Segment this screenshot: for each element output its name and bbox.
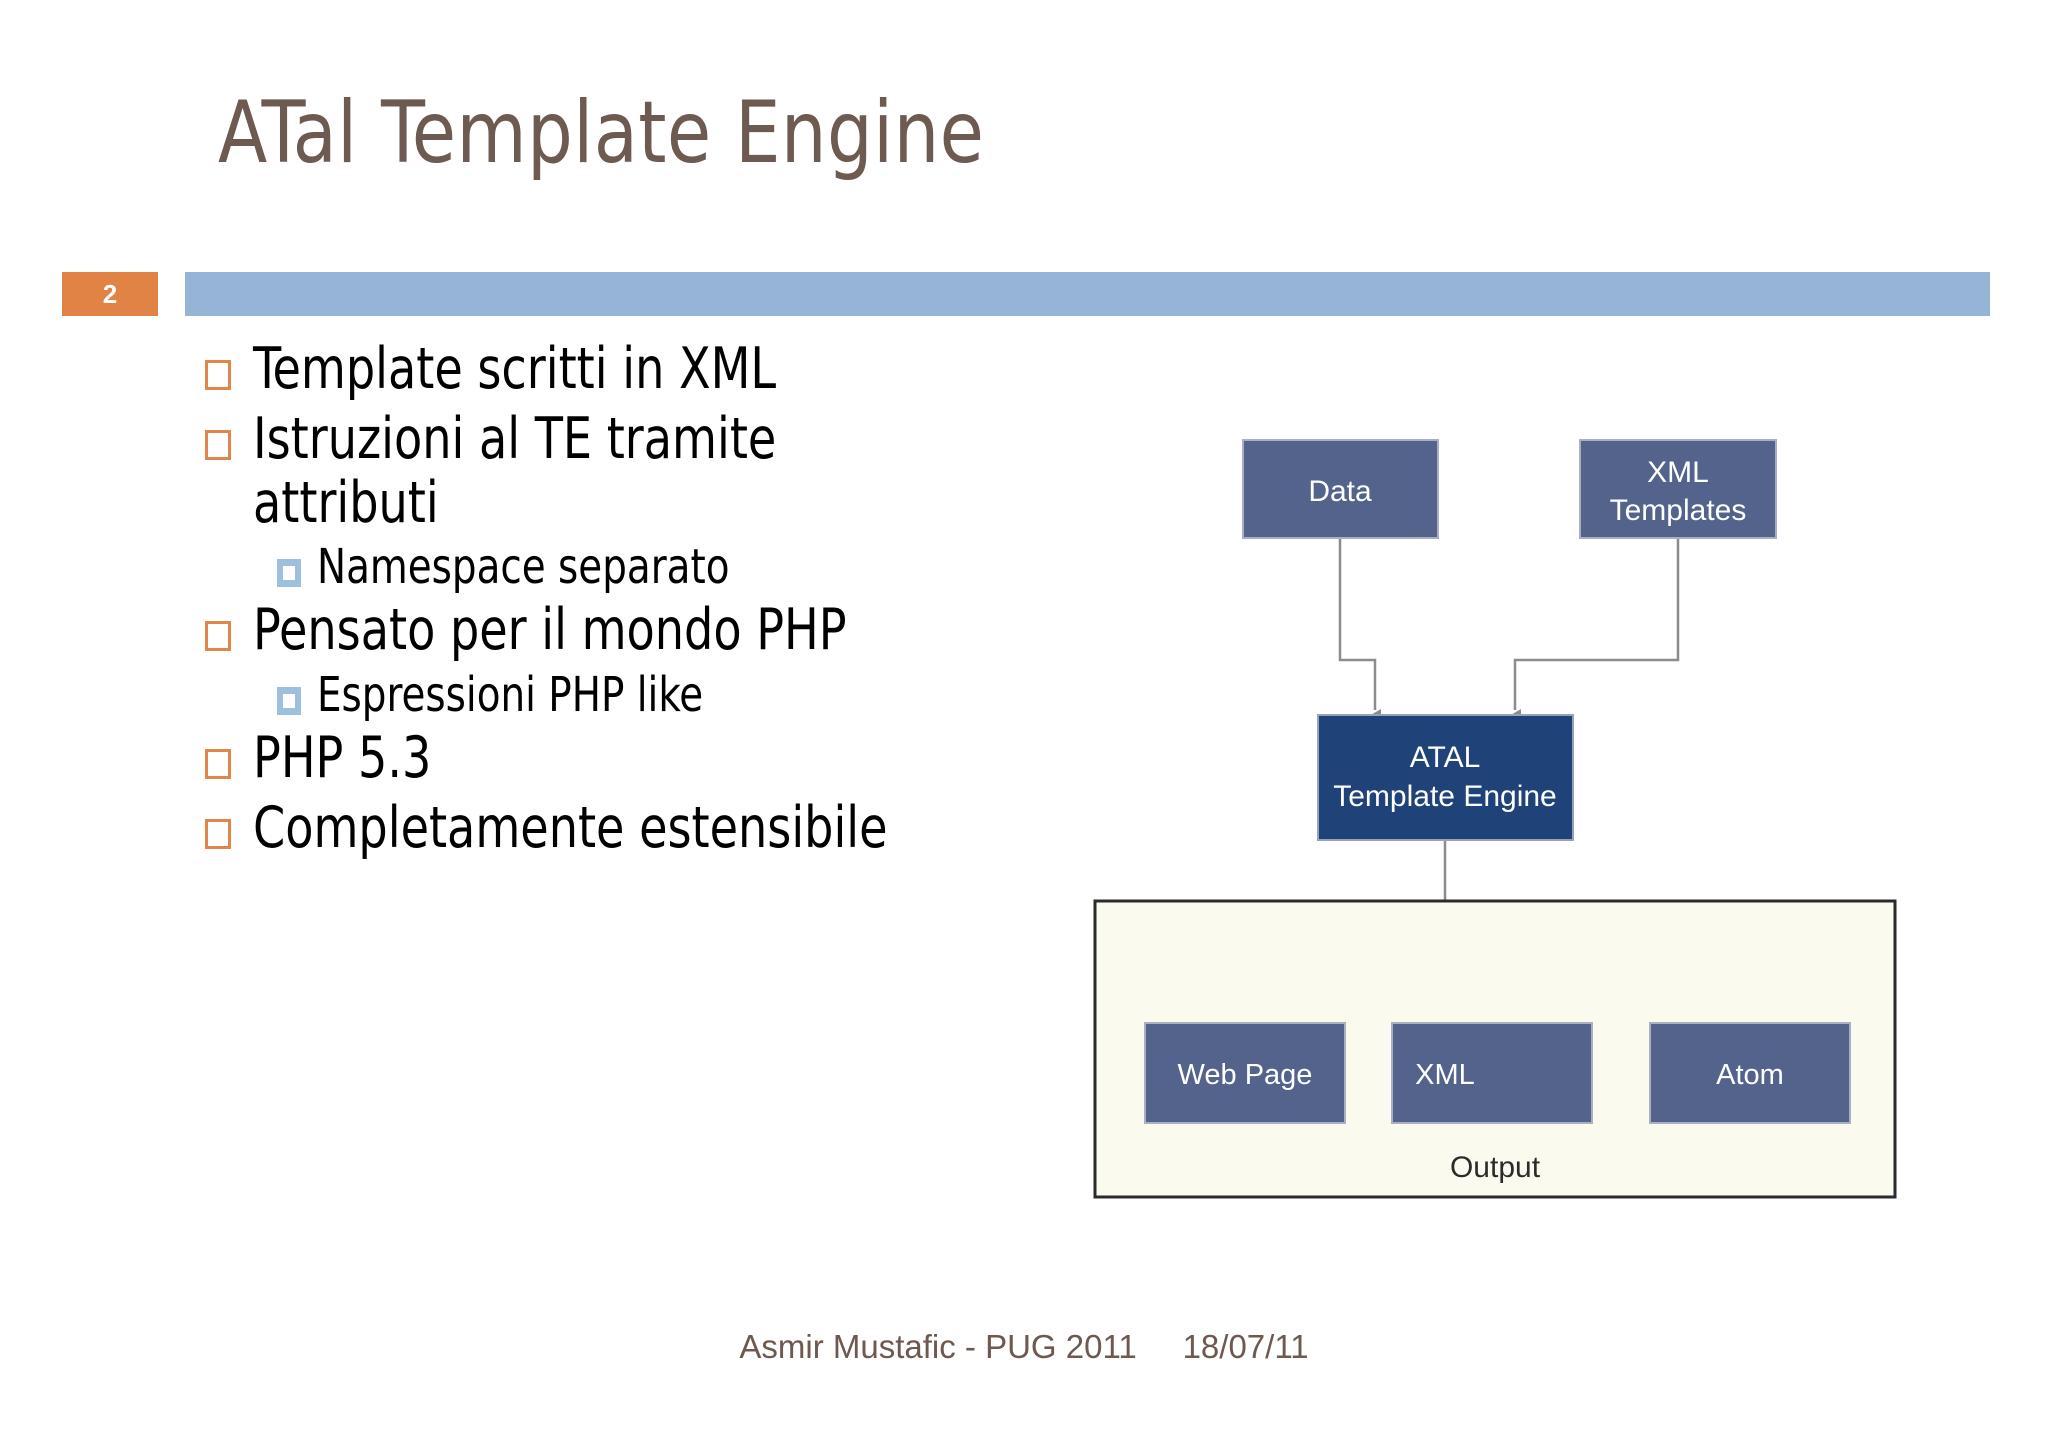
bullet-square-icon	[205, 748, 231, 779]
node-atom	[1649, 1022, 1851, 1124]
architecture-diagram: Output Data XML Templates ATAL Template …	[1090, 420, 1920, 1220]
slide-footer: Asmir Mustafic - PUG 2011 18/07/11	[739, 1328, 1309, 1365]
node-data-label: Data	[1308, 475, 1372, 508]
bullet-list: Template scritti in XML Istruzioni al TE…	[205, 336, 965, 866]
output-panel-label: Output	[1450, 1151, 1541, 1184]
node-xml-templates	[1579, 439, 1777, 539]
bullet-square-icon	[205, 621, 231, 652]
node-xml	[1391, 1022, 1593, 1124]
bullet-square-icon	[205, 429, 231, 460]
node-atal-template-engine	[1317, 714, 1574, 841]
list-item: Template scritti in XML	[205, 336, 965, 402]
node-web-page-label: Web Page	[1178, 1059, 1313, 1091]
sub-bullet-square-icon	[277, 559, 301, 588]
list-item-label: Completamente estensibile	[253, 794, 888, 861]
node-web-page	[1144, 1022, 1346, 1124]
node-atal-engine-label-line1: ATAL	[1410, 741, 1481, 774]
page-number-badge: 2	[62, 272, 158, 316]
list-item-label: Template scritti in XML	[253, 336, 777, 402]
list-item: Completamente estensibile	[205, 794, 965, 861]
node-xml-templates-label-line1: XML	[1647, 456, 1709, 489]
list-item: Namespace separato	[205, 541, 965, 595]
list-item: PHP 5.3	[205, 724, 965, 791]
list-item-label: Pensato per il mondo PHP	[253, 597, 847, 664]
list-item-label: Namespace separato	[317, 539, 730, 596]
list-item-label: Espressioni PHP like	[317, 667, 704, 724]
node-xml-label: XML	[1415, 1059, 1475, 1091]
bullet-square-icon	[205, 360, 231, 390]
page-title: ATal Template Engine	[218, 83, 985, 183]
sub-bullet-square-icon	[277, 687, 301, 716]
node-data	[1242, 439, 1439, 539]
node-atom-label: Atom	[1716, 1059, 1784, 1091]
list-item: Istruzioni al TE tramite attributi	[205, 405, 965, 536]
bullet-square-icon	[205, 818, 231, 849]
node-atal-engine-label-line2: Template Engine	[1333, 780, 1556, 813]
node-xml-templates-label-line2: Templates	[1610, 494, 1747, 527]
header-rule-bar	[185, 272, 1990, 316]
connector-templates-to-engine	[1509, 538, 1680, 723]
connector-data-to-engine	[1338, 538, 1381, 723]
list-item: Espressioni PHP like	[205, 667, 965, 724]
list-item-label: PHP 5.3	[253, 724, 432, 791]
list-item: Pensato per il mondo PHP	[205, 597, 965, 664]
list-item-label: Istruzioni al TE tramite attributi	[253, 405, 791, 536]
